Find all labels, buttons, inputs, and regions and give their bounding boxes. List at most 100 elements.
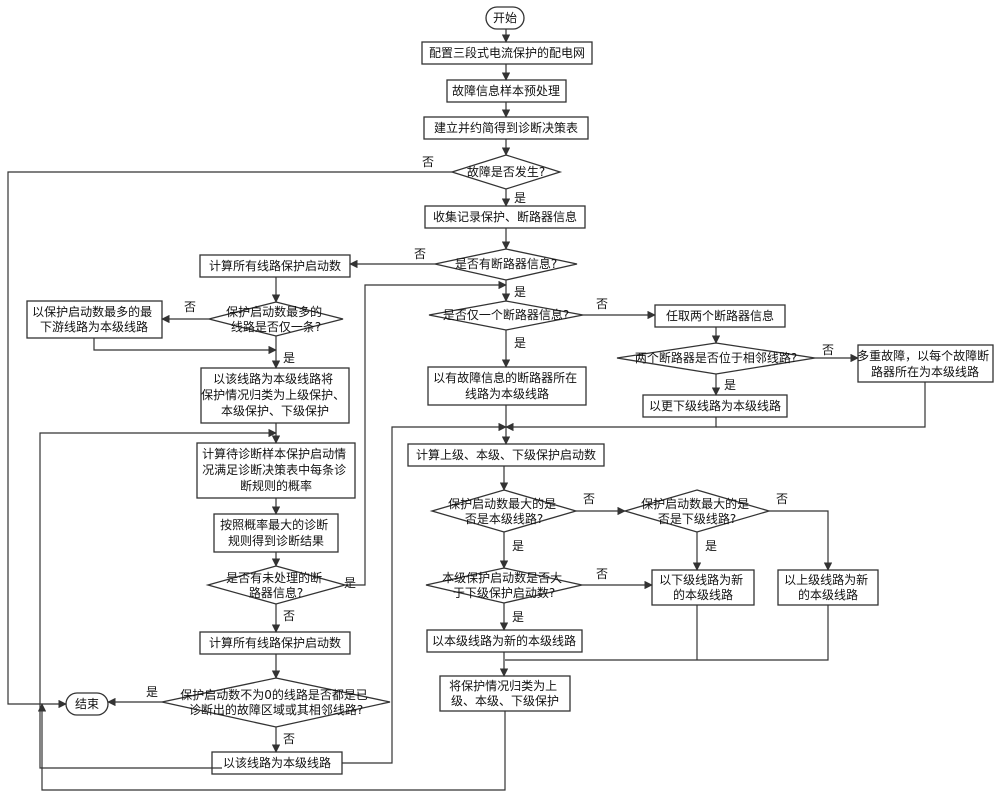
unprocessed-q-text: 是否有未处理的断 路器信息?	[226, 570, 326, 600]
new-upper-box	[777, 569, 879, 606]
max-is-local-q-text: 保护启动数最大的是 否是本级线路?	[448, 496, 560, 526]
classify-2-line-1: 将保护情况归类为上	[449, 679, 557, 693]
label-onebreaker-yes: 是	[514, 336, 526, 350]
only-one-q-line-2: 线路是否仅一条?	[231, 319, 321, 334]
config-text: 配置三段式电流保护的配电网	[429, 45, 585, 60]
max-is-local-q-line-1: 保护启动数最大的是	[448, 496, 556, 511]
downstream-line-1: 以保护启动数最多的最	[32, 304, 152, 319]
end-q-text: 保护启动数不为0的线路是否都是已 诊断出的故障区域或其相邻线路?	[180, 687, 371, 717]
multi-fault-text: 多重故障，以每个故障断 路器所在为本级线路	[857, 348, 993, 379]
new-lower-line-1: 以下级线路为新	[659, 572, 743, 587]
classify-1-line-1: 以该线路为本级线路将	[213, 371, 333, 386]
this-line-text: 以该线路为本级线路	[223, 755, 331, 770]
multi-fault-line-1: 多重故障，以每个故障断	[857, 348, 989, 363]
arrow-newupper-merge	[505, 605, 829, 661]
calc-prob-line-3: 断规则的概率	[240, 478, 312, 493]
calc-all-1-text: 计算所有线路保护启动数	[209, 258, 341, 273]
label-gt-yes: 是	[512, 610, 524, 624]
classify-1-line-2: 保护情况归类为上级保护、	[201, 388, 345, 402]
new-lower-line-2: 的本级线路	[673, 587, 733, 602]
collect-text: 收集记录保护、断路器信息	[433, 209, 577, 224]
arrow-maxlower-no-newupper	[769, 510, 833, 571]
arrow-downstream-merge	[93, 338, 277, 355]
node-shapes	[26, 6, 994, 775]
fault-breaker-box	[427, 366, 587, 406]
label-onlyone-no: 否	[184, 300, 196, 314]
branch-labels: 否 是 否 是 否 是 是 否 是 否 否 是 否 是 否 是 否 是 否 是	[146, 155, 834, 746]
downstream-line-2: 下游线路为本级线路	[40, 319, 148, 334]
label-maxlower-yes: 是	[705, 539, 717, 553]
local-gt-lower-q-line-1: 本级保护启动数是否大	[442, 570, 562, 585]
adjacent-q-text: 两个断路器是否位于相邻线路?	[635, 350, 797, 365]
label-adjacent-no: 否	[822, 343, 834, 357]
label-unprocessed-no: 否	[283, 609, 295, 623]
arrow-loop-back-calcprob	[39, 428, 277, 769]
label-unprocessed-yes: 是	[344, 576, 356, 590]
max-is-lower-q-text: 保护启动数最大的是 否是下级线路?	[641, 496, 753, 526]
node-texts: 开始 配置三段式电流保护的配电网 故障信息样本预处理 建立并约简得到诊断决策表 …	[32, 11, 993, 770]
label-breaker-no: 否	[414, 247, 426, 261]
multi-fault-line-2: 路器所在为本级线路	[871, 364, 979, 379]
start-text: 开始	[493, 11, 517, 25]
new-lower-box	[651, 569, 755, 606]
label-fault-no: 否	[422, 155, 434, 169]
max-is-lower-q-line-2: 否是下级线路?	[658, 511, 736, 526]
one-breaker-q-text: 是否仅一个断路器信息?	[443, 307, 569, 322]
connectors	[7, 29, 926, 791]
label-onlyone-yes: 是	[283, 351, 295, 365]
label-maxlocal-no: 否	[583, 492, 595, 506]
classify-2-text: 将保护情况归类为上 级、本级、下级保护	[449, 679, 561, 708]
new-upper-line-1: 以上级线路为新	[784, 572, 868, 587]
classify-2-line-2: 级、本级、下级保护	[451, 694, 559, 708]
build-text: 建立并约简得到诊断决策表	[434, 120, 578, 135]
label-adjacent-yes: 是	[724, 378, 736, 392]
unprocessed-q-line-1: 是否有未处理的断	[226, 570, 322, 585]
multi-fault-box	[857, 344, 994, 383]
arrow-lower-merge	[505, 417, 717, 432]
fault-breaker-line-2: 线路为本级线路	[465, 386, 549, 401]
diag-result-line-2: 规则得到诊断结果	[228, 533, 324, 548]
new-upper-text: 以上级线路为新 的本级线路	[784, 572, 872, 602]
fault-breaker-line-1: 以有故障信息的断路器所在	[433, 370, 577, 385]
breaker-q-text: 是否有断路器信息?	[455, 256, 557, 271]
new-local-text: 以本级线路为新的本级线路	[432, 633, 576, 648]
take-two-text: 任取两个断路器信息	[666, 308, 774, 323]
calc-all-2-text: 计算所有线路保护启动数	[209, 635, 341, 650]
label-end-yes: 是	[146, 685, 158, 699]
label-breaker-yes: 是	[514, 285, 526, 299]
end-q-line-2: 诊断出的故障区域或其相邻线路?	[189, 702, 363, 717]
local-gt-lower-q-text: 本级保护启动数是否大 于下级保护启动数?	[442, 570, 566, 600]
calc-prob-line-1: 计算待诊断样本保护启动情	[202, 446, 346, 461]
arrow-multi-merge	[716, 382, 926, 428]
classify-1-line-3: 本级保护、下级保护	[221, 404, 329, 418]
label-end-no: 否	[283, 732, 295, 746]
arrow-unprocessed-yes-loop	[345, 280, 507, 586]
unprocessed-q-line-2: 路器信息?	[249, 585, 303, 600]
diag-result-text: 按照概率最大的诊断 规则得到诊断结果	[220, 517, 332, 548]
calc-levels-text: 计算上级、本级、下级保护启动数	[416, 447, 596, 462]
downstream-text: 以保护启动数最多的最 下游线路为本级线路	[32, 304, 156, 334]
label-fault-yes: 是	[514, 191, 526, 205]
label-onebreaker-no: 否	[596, 297, 608, 311]
max-is-lower-q-line-1: 保护启动数最大的是	[641, 496, 749, 511]
calc-prob-line-2: 况满足诊断决策表中每条诊	[202, 462, 346, 477]
calc-prob-text: 计算待诊断样本保护启动情 况满足诊断决策表中每条诊 断规则的概率	[202, 446, 350, 493]
local-gt-lower-q-line-2: 于下级保护启动数?	[453, 585, 555, 600]
max-is-local-q-line-2: 否是本级线路?	[465, 511, 543, 526]
arrow-fault-no-end	[7, 171, 452, 709]
only-one-q-line-1: 保护启动数最多的	[226, 304, 322, 319]
preprocess-text: 故障信息样本预处理	[452, 83, 560, 98]
lower-line-text: 以更下级线路为本级线路	[649, 398, 781, 413]
arrow-classify2-loop	[37, 703, 506, 791]
start-terminal	[485, 6, 525, 30]
end-q-line-1: 保护启动数不为0的线路是否都是已	[180, 687, 368, 702]
fault-q-text: 故障是否发生?	[467, 164, 545, 179]
label-maxlocal-yes: 是	[512, 539, 524, 553]
new-lower-text: 以下级线路为新 的本级线路	[659, 572, 747, 602]
label-maxlower-no: 否	[776, 492, 788, 506]
label-gt-no: 否	[596, 567, 608, 581]
new-upper-line-2: 的本级线路	[798, 587, 858, 602]
fault-breaker-text: 以有故障信息的断路器所在 线路为本级线路	[433, 370, 581, 401]
only-one-q-text: 保护启动数最多的 线路是否仅一条?	[226, 304, 326, 334]
